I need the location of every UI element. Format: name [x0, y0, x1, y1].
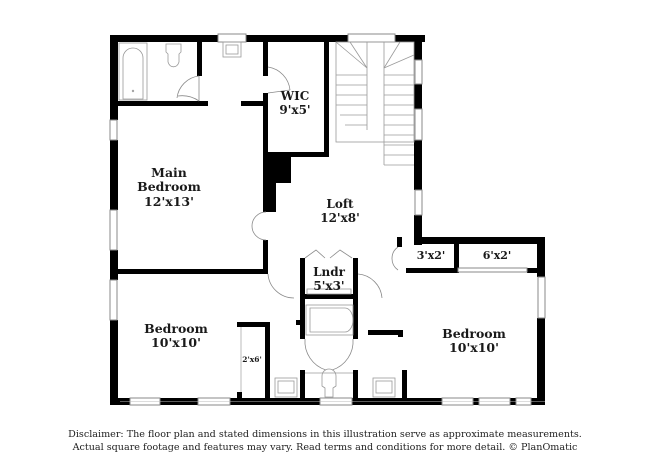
room-label-closet-2x6: 2'x6' — [242, 355, 262, 365]
room-size: 3'x2' — [416, 249, 446, 262]
room-label-closet-3x2: 3'x2' — [416, 249, 446, 263]
room-label-closet-6x2: 6'x2' — [482, 249, 512, 263]
room-name: Bedroom — [144, 321, 208, 336]
fixtures — [118, 41, 396, 398]
room-size: 6'x2' — [482, 249, 512, 262]
room-name: WIC — [280, 89, 310, 103]
room-label-bedroom-left: Bedroom 10'x10' — [144, 321, 208, 351]
room-name: Loft — [326, 197, 354, 211]
room-size: 12'x8' — [320, 210, 360, 225]
disclaimer-line-2: Actual square footage and features may v… — [72, 442, 578, 453]
room-name: Lndr — [313, 265, 345, 279]
room-size: 5'x3' — [313, 278, 345, 293]
room-label-main-bedroom: Main Bedroom 12'x13' — [137, 165, 201, 209]
room-size: 2'x6' — [242, 355, 262, 364]
room-size: 9'x5' — [279, 102, 311, 117]
room-label-laundry: Lndr 5'x3' — [313, 265, 345, 294]
room-label-loft: Loft 12'x8' — [320, 197, 360, 226]
stairs — [335, 41, 415, 166]
disclaimer-line-1: Disclaimer: The floor plan and stated di… — [68, 429, 582, 440]
room-name-line1: Main — [151, 165, 187, 180]
room-label-bedroom-right: Bedroom 10'x10' — [442, 326, 506, 356]
room-size: 10'x10' — [151, 335, 201, 351]
room-name-line2: Bedroom — [137, 179, 201, 195]
room-size: 12'x13' — [144, 193, 194, 209]
doors — [176, 66, 399, 371]
disclaimer: Disclaimer: The floor plan and stated di… — [0, 428, 650, 454]
room-size: 10'x10' — [449, 340, 499, 356]
room-label-wic: WIC 9'x5' — [279, 89, 311, 118]
room-name: Bedroom — [442, 326, 506, 341]
